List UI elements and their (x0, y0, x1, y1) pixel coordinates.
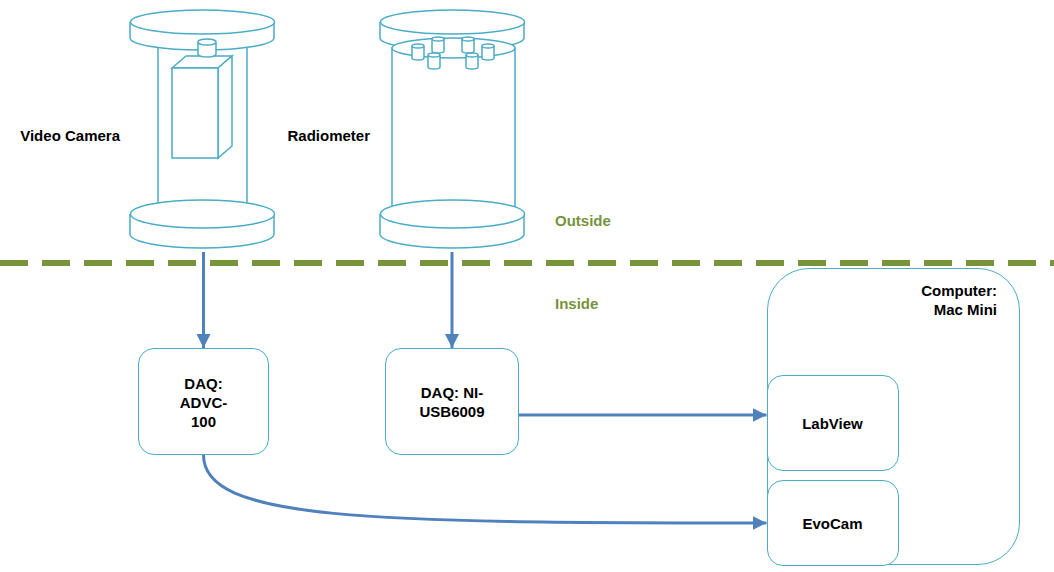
signal-arrow (519, 414, 767, 417)
zone-label: Outside (555, 212, 611, 229)
node-label: Radiometer (287, 126, 370, 145)
node-label: DAQ: ADVC-100 (171, 373, 236, 430)
software-box: EvoCam (767, 480, 899, 566)
zone-label: Inside (555, 295, 598, 312)
node-label: Video Camera (20, 126, 120, 145)
radiometer: Radiometer (378, 8, 527, 252)
node-label: DAQ: NI-USB6009 (419, 383, 485, 421)
node-label: LabView (802, 414, 863, 433)
daq-box: DAQ: NI-USB6009 (385, 348, 519, 455)
video-camera-drawing (130, 10, 275, 248)
daq-box: DAQ: ADVC-100 (138, 348, 269, 455)
node-label: EvoCam (802, 514, 862, 533)
signal-arrow (202, 252, 205, 348)
software-box: LabView (767, 375, 899, 471)
signal-arrow (204, 455, 767, 523)
signal-arrow (451, 252, 454, 348)
radiometer-drawing (380, 10, 525, 248)
node-label: Computer: Mac Mini (897, 281, 997, 319)
video-camera: Video Camera (128, 8, 277, 252)
boundary-line (0, 260, 1054, 266)
computer-box: Computer: Mac MiniLabViewEvoCam (767, 268, 1020, 565)
